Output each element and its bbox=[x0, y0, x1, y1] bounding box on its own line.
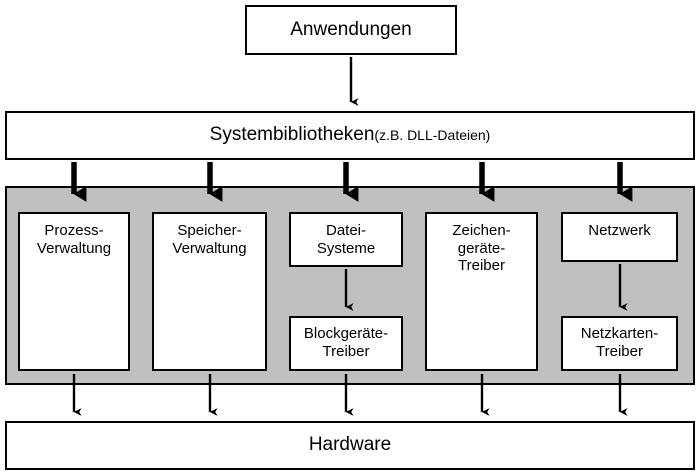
system-libraries-sublabel: (z.B. DLL-Dateien) bbox=[374, 127, 491, 144]
service-label-2: Datei- Systeme bbox=[316, 222, 376, 257]
service-label-0: Prozess- Verwaltung bbox=[36, 222, 112, 257]
service-box-netzwerk: Netzwerk bbox=[561, 212, 678, 262]
service-box-speicher-verwaltung: Speicher- Verwaltung bbox=[152, 212, 267, 371]
driver-label-1: Netzkarten- Treiber bbox=[580, 325, 659, 360]
service-box-zeichengeraete-treiber: Zeichen- geräte- Treiber bbox=[425, 212, 538, 371]
driver-label-0: Blockgeräte- Treiber bbox=[303, 325, 389, 360]
driver-box-netzkarten-treiber: Netzkarten- Treiber bbox=[561, 316, 678, 371]
driver-box-blockgeraete-treiber: Blockgeräte- Treiber bbox=[289, 316, 403, 371]
service-box-datei-systeme: Datei- Systeme bbox=[289, 212, 403, 267]
hardware-label: Hardware bbox=[308, 434, 392, 456]
service-label-4: Netzwerk bbox=[588, 222, 651, 239]
applications-label: Anwendungen bbox=[290, 18, 412, 40]
applications-box: Anwendungen bbox=[245, 5, 457, 55]
service-label-3: Zeichen- geräte- Treiber bbox=[452, 222, 511, 275]
hardware-box: Hardware bbox=[5, 421, 695, 470]
system-libraries-label: Systembibliotheken bbox=[209, 124, 375, 146]
system-libraries-box: Systembibliotheken(z.B. DLL-Dateien) bbox=[5, 111, 695, 160]
service-label-1: Speicher- Verwaltung bbox=[172, 222, 247, 257]
service-box-prozess-verwaltung: Prozess- Verwaltung bbox=[18, 212, 130, 371]
